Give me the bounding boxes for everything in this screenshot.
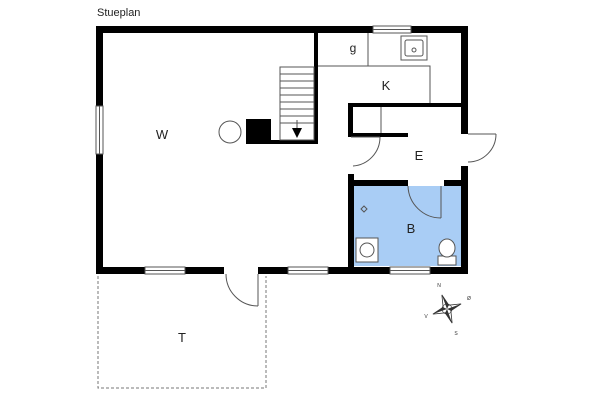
floor-plan-title: Stueplan — [97, 7, 141, 19]
floor-drain-icon — [360, 205, 368, 213]
washing-machine-icon — [355, 237, 379, 263]
terrace — [97, 276, 267, 389]
staircase — [279, 66, 315, 141]
compass-south: S — [454, 331, 458, 337]
room-label-living: W — [156, 127, 169, 142]
sink-icon — [400, 35, 428, 61]
room-label-bathroom: B — [407, 221, 416, 236]
kitchen-counter — [318, 33, 431, 133]
doors — [224, 133, 497, 307]
compass-west: V — [424, 314, 428, 320]
compass-north: N — [437, 283, 441, 289]
stove-icon — [218, 120, 242, 144]
room-label-storage: g — [350, 41, 357, 55]
stair-direction-arrow-icon — [292, 128, 302, 138]
compass-rose-icon: N Ø S V — [424, 283, 471, 337]
room-label-terrace: T — [178, 330, 186, 345]
windows — [95, 25, 431, 275]
compass-east: Ø — [467, 296, 471, 302]
toilet-icon — [437, 238, 457, 266]
room-label-entrance: E — [415, 148, 424, 163]
interior-walls — [246, 33, 464, 270]
room-label-kitchen: K — [382, 78, 391, 93]
